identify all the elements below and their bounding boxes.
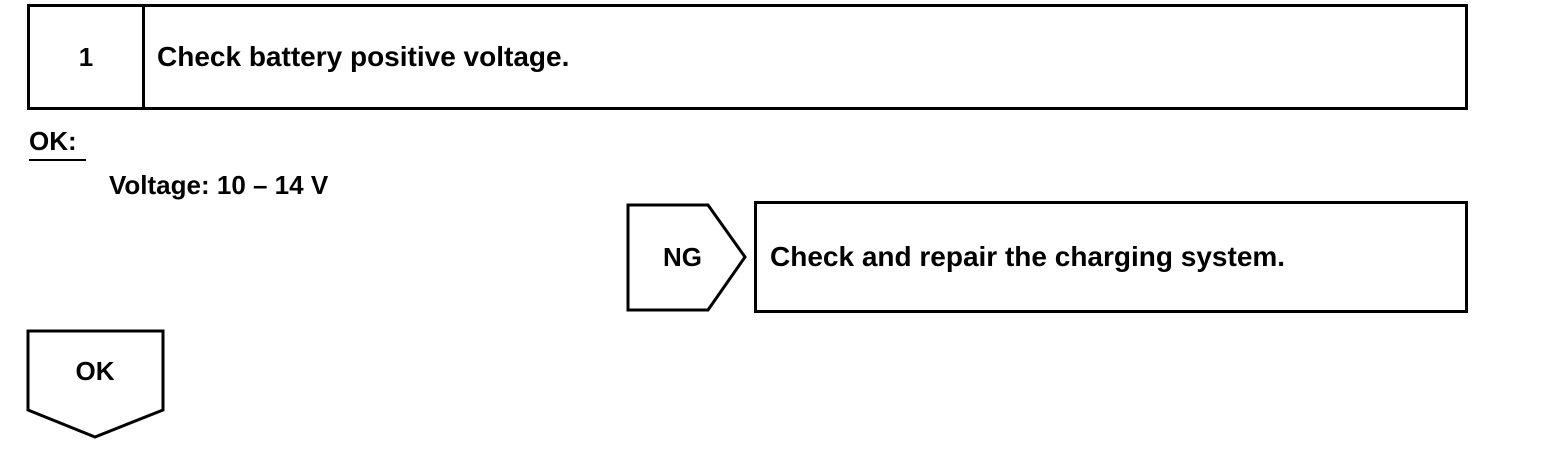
step-title: Check battery positive voltage. [157,41,570,72]
step-box: 1 Check battery positive voltage. [27,4,1468,110]
ok-branch-label: OK [75,355,115,386]
ng-branch-label: NG [663,241,702,272]
ok-spec-underline [29,159,86,161]
ok-arrow-shape [26,329,165,439]
ng-action-box: Check and repair the charging system. [754,201,1468,313]
ng-action-text: Check and repair the charging system. [770,241,1286,272]
ng-arrow-shape [626,203,747,312]
ok-spec-value: Voltage: 10 – 14 V [109,170,329,200]
ok-spec-label: OK: [29,126,77,156]
step-number: 1 [30,7,145,107]
